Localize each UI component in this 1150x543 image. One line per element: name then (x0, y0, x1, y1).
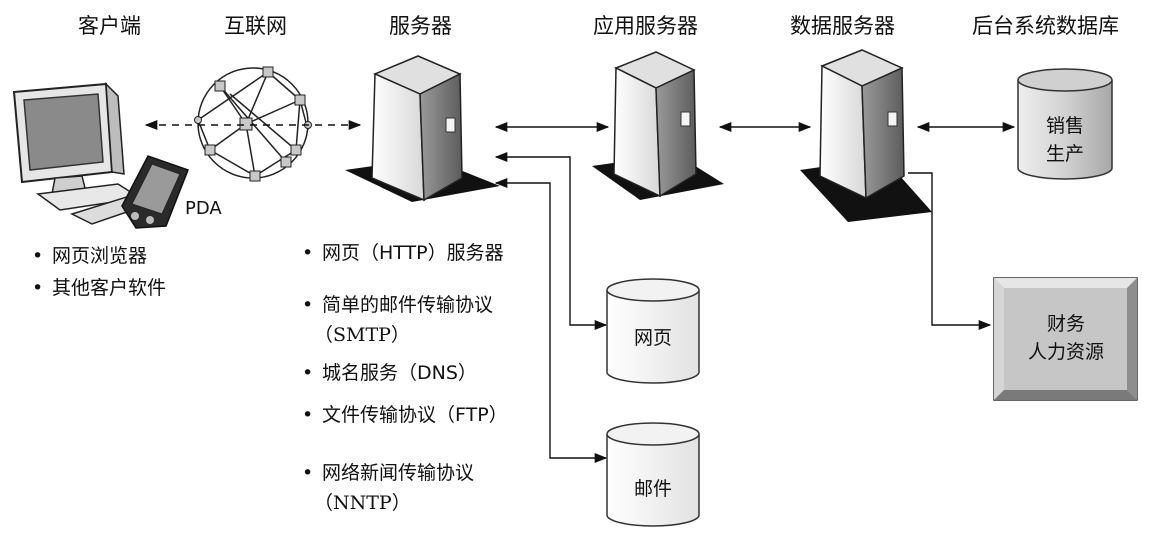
header-server: 服务器 (389, 14, 452, 38)
header-app-server: 应用服务器 (593, 14, 698, 38)
client-item-browser: 网页浏览器 (32, 240, 166, 272)
service-dns: •城名服务（DNS） (302, 362, 477, 384)
webpages-label: 网页 (633, 327, 672, 349)
service-smtp: •简单的邮件传输协议 （SMTP） (302, 294, 494, 346)
finance-system-icon (993, 277, 1138, 401)
header-internet: 互联网 (224, 14, 287, 38)
finance-label: 财务 人力资源 (1027, 313, 1104, 363)
sales-database-icon (1017, 68, 1113, 180)
web-server-icon (345, 55, 500, 202)
client-software-list: 网页浏览器 其他客户软件 (32, 240, 166, 304)
header-client: 客户端 (78, 14, 141, 38)
server-mail-link (494, 177, 608, 464)
service-ftp: •文件传输协议（FTP） (302, 404, 508, 426)
webpages-database-icon (606, 278, 700, 384)
pda-icon (121, 155, 189, 229)
application-server-icon (592, 51, 724, 200)
data-server-icon (800, 49, 932, 222)
server-webpages-link (494, 151, 608, 331)
client-item-other: 其他客户软件 (32, 272, 166, 304)
pda-label: PDA (185, 198, 222, 219)
service-http: •网页（HTTP）服务器 (302, 242, 504, 264)
service-nntp: •网络新闻传输协议 （NNTP） (302, 462, 475, 514)
mail-database-icon (606, 422, 700, 527)
data-finance-link (908, 172, 992, 331)
sales-label: 销售 生产 (1045, 115, 1084, 165)
header-data-server: 数据服务器 (790, 14, 895, 38)
header-backend-db: 后台系统数据库 (972, 14, 1119, 38)
mail-label: 邮件 (633, 478, 672, 500)
